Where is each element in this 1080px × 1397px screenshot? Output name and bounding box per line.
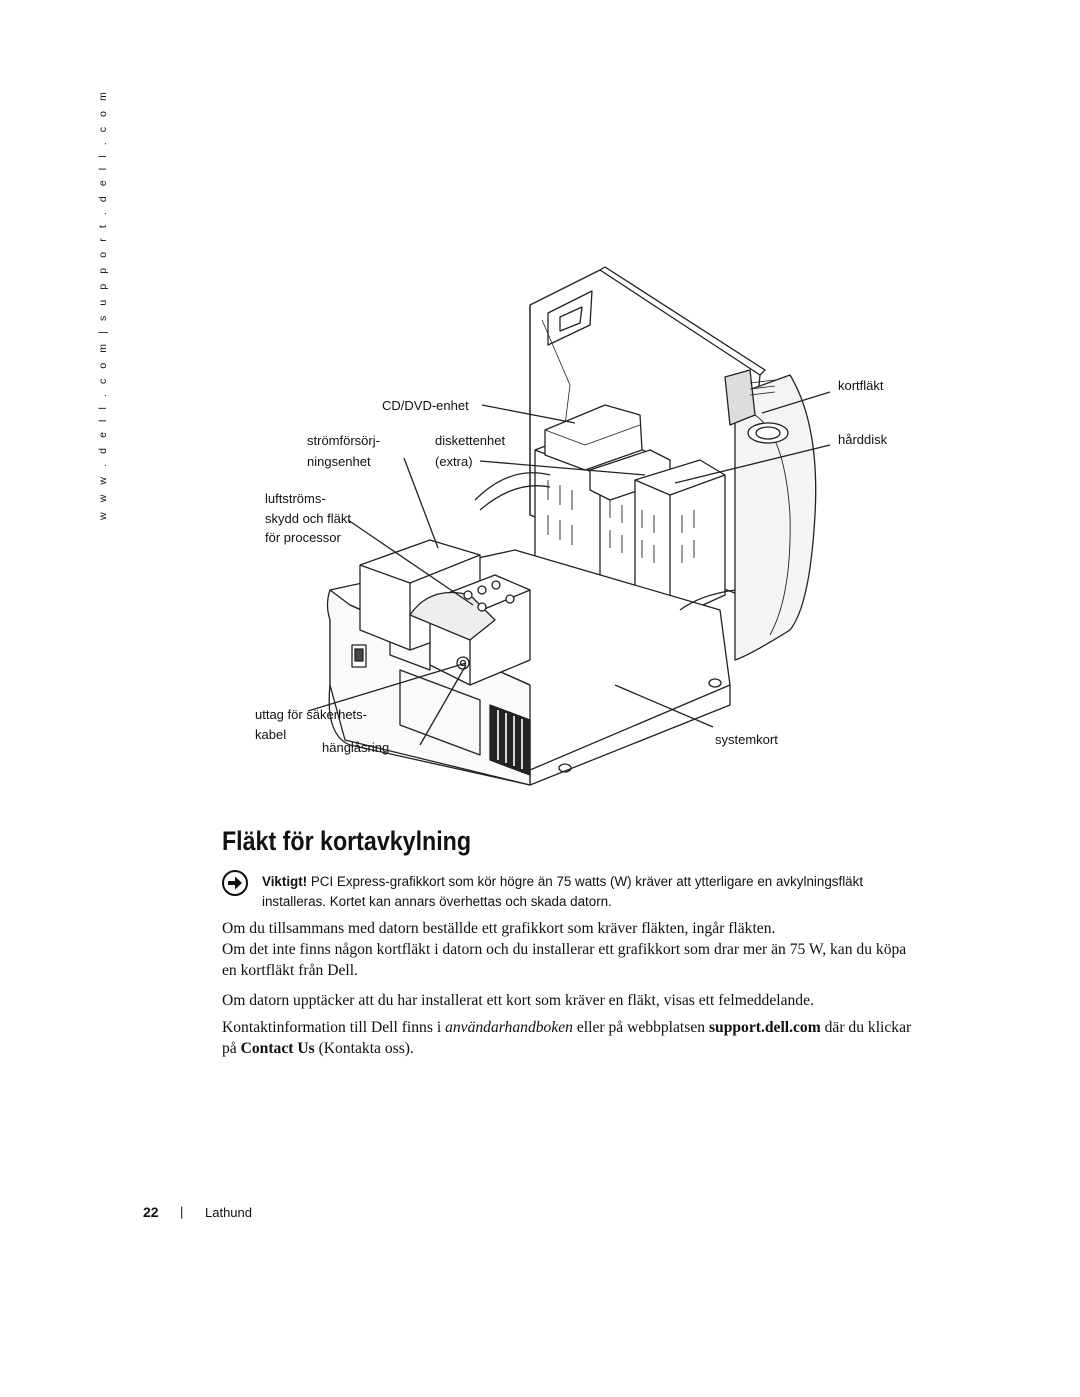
label-floppy-line2: (extra) — [435, 454, 473, 469]
note-body: PCI Express-grafikkort som kör högre än … — [262, 874, 864, 909]
footer-separator: | — [180, 1204, 184, 1219]
p3-text-g: (Kontakta oss). — [314, 1040, 414, 1057]
p3-text-e: där du klickar på — [222, 1019, 912, 1057]
label-shroud-line3: för processor — [265, 530, 341, 545]
label-psu-line1: strömförsörj- — [307, 433, 380, 448]
p3-manual-title: användarhandboken — [445, 1019, 573, 1036]
p3-text-a: Kontaktinformation till Dell finns i — [222, 1019, 446, 1036]
paragraph-2: Om datorn upptäcker att du har installer… — [222, 992, 814, 1009]
label-card-fan: kortfläkt — [838, 378, 884, 393]
footer-title: Lathund — [205, 1205, 252, 1220]
note-text: Viktigt! PCI Express-grafikkort som kör … — [262, 872, 922, 912]
p3-website-link[interactable]: support.dell.com — [708, 1019, 821, 1036]
label-psu-line2: ningsenhet — [307, 454, 371, 469]
note-lead: Viktigt! — [262, 874, 308, 889]
p3-text-c: eller på webbplatsen — [572, 1019, 709, 1036]
label-shroud-line1: luftströms- — [265, 491, 326, 506]
paragraph-1-line-2: Om det inte finns någon kortfläkt i dato… — [222, 941, 907, 979]
arrow-circle-icon — [222, 870, 248, 896]
label-security-line2: kabel — [255, 727, 287, 742]
label-hard-drive: hårddisk — [838, 432, 888, 447]
label-motherboard: systemkort — [715, 732, 778, 747]
paragraph-1-line-1: Om du tillsammans med datorn beställde e… — [222, 920, 776, 937]
label-floppy-line1: diskettenhet — [435, 433, 506, 448]
label-cd-dvd: CD/DVD-enhet — [382, 398, 469, 413]
label-security-line1: uttag för säkerhets- — [255, 707, 367, 722]
p3-contact-us: Contact Us — [240, 1040, 315, 1057]
side-url-text: w w w . d e l l . c o m | s u p p o r t … — [97, 88, 109, 520]
side-url-margin: w w w . d e l l . c o m | s u p p o r t … — [95, 89, 115, 525]
paragraph-3: Kontaktinformation till Dell finns i anv… — [222, 1017, 922, 1059]
computer-interior-figure: CD/DVD-enhet strömförsörj- ningsenhet di… — [230, 265, 910, 795]
computer-illustration — [307, 266, 831, 786]
section-heading: Fläkt för kortavkylning — [222, 826, 472, 856]
label-shroud-line2: skydd och fläkt — [265, 511, 351, 526]
label-padlock-ring: hänglåsring — [322, 740, 390, 755]
page-number: 22 — [143, 1204, 159, 1220]
